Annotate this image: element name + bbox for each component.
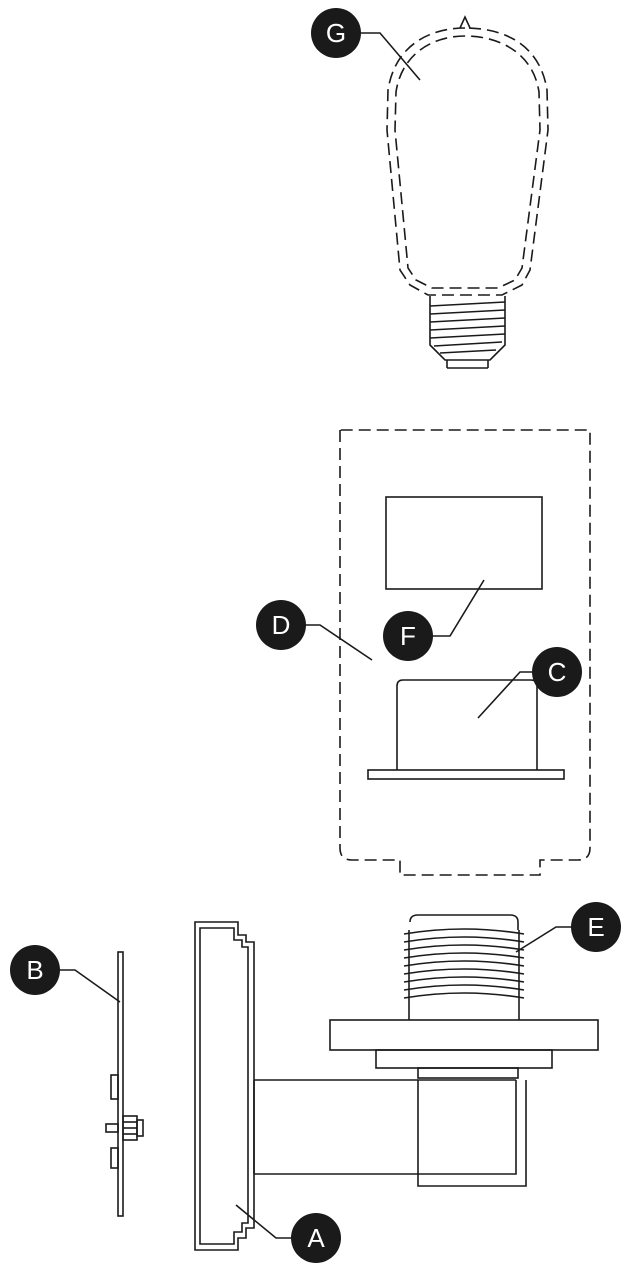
callout-f-label: F: [400, 621, 416, 651]
panel-window: [385, 496, 543, 590]
callout-d-label: D: [272, 610, 291, 640]
arm-bracket: [253, 1079, 527, 1187]
callout-a: A: [291, 1213, 341, 1263]
callout-b-label: B: [26, 955, 43, 985]
leader-e: [515, 926, 574, 953]
leader-d: [305, 624, 373, 661]
leader-c: [477, 671, 533, 719]
socket-cup: [367, 679, 565, 780]
leader-lines: [58, 32, 574, 1239]
callout-g-label: G: [326, 18, 346, 48]
leader-a: [235, 1204, 292, 1239]
callout-e-label: E: [587, 912, 604, 942]
backplate-canopy: [194, 921, 255, 1251]
mounting-plate: [105, 951, 144, 1217]
callouts: G D F C E B A: [10, 8, 621, 1263]
callout-f: F: [383, 611, 433, 661]
callout-c: C: [532, 647, 582, 697]
callout-e: E: [571, 902, 621, 952]
light-bulb: [386, 15, 549, 369]
callout-g: G: [311, 8, 361, 58]
leader-b: [58, 969, 121, 1003]
callout-d: D: [256, 600, 306, 650]
socket-assembly: [329, 914, 599, 1079]
shade-panel: [339, 429, 591, 876]
callout-b: B: [10, 945, 60, 995]
mounting-screw: [105, 1115, 144, 1141]
leader-f: [432, 579, 485, 637]
callout-c-label: C: [548, 657, 567, 687]
callout-a-label: A: [307, 1223, 325, 1253]
leader-g: [360, 32, 421, 81]
